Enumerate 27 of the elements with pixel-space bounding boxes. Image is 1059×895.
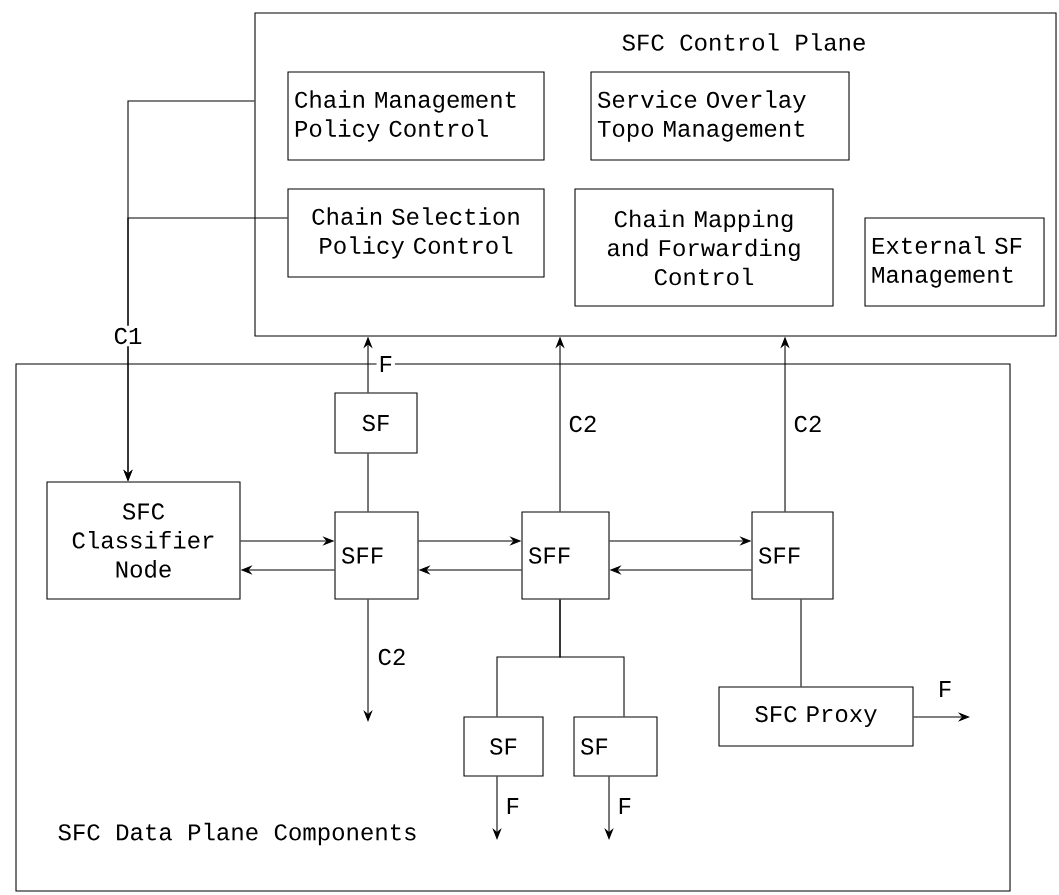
function-box: Chain Selection Policy Control xyxy=(287,188,545,278)
sf-box: SF xyxy=(573,716,658,777)
edge-label: C2 xyxy=(569,415,596,433)
sff-box: SFF xyxy=(521,511,610,600)
connector-line xyxy=(367,453,369,512)
sf-box: SF xyxy=(463,716,544,777)
sff-box: SFF xyxy=(334,511,419,600)
connector-line xyxy=(800,599,802,687)
edge-label: C2 xyxy=(378,648,405,666)
edge-label: F xyxy=(507,798,519,814)
function-box: Chain Mapping and Forwarding Control xyxy=(574,188,834,307)
edge-label: F xyxy=(940,681,951,697)
control-plane-panel xyxy=(254,12,1057,337)
panel-title: SFC Data Plane Components xyxy=(58,822,416,846)
function-box: External SF Management xyxy=(864,217,1045,307)
sff-box: SFF xyxy=(751,511,834,600)
connector-line xyxy=(559,599,625,717)
function-box: Chain Management Policy Control xyxy=(287,71,545,161)
proxy-box: SFC Proxy xyxy=(718,686,914,747)
panel-title: SFC Control Plane xyxy=(622,33,865,51)
sf-box: SF xyxy=(334,392,418,454)
classifier-box: SFC Classifier Node xyxy=(46,481,241,600)
edge-label: F xyxy=(376,354,395,374)
edge-label: C2 xyxy=(794,415,821,433)
function-box: Service Overlay Topo Management xyxy=(590,71,850,161)
edge-label: F xyxy=(619,798,631,814)
edge-label: C1 xyxy=(111,325,145,347)
